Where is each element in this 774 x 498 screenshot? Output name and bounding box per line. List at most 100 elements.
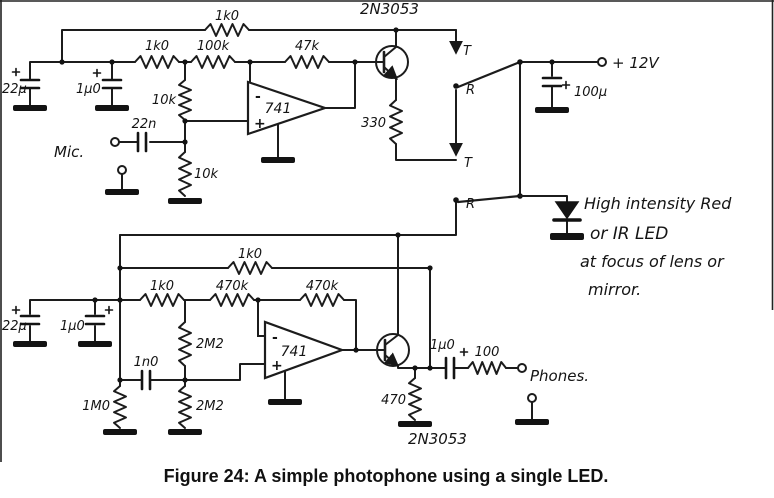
resistor-470 [408,377,422,421]
capacitor-22n-label: 22n [132,117,157,132]
ground-100u [535,107,569,113]
phones-label: Phones. [530,367,589,385]
resistor-100-label: 100 [475,345,500,360]
opamp-triangle [263,320,346,380]
transistor-emitter [383,352,400,367]
ground-mic [105,189,139,195]
mic-ground-terminal [117,165,127,175]
supply-label: + 12V [612,54,660,72]
led-note-line1: High intensity Red [584,194,732,213]
polarity-plus [104,305,114,315]
capacitor-1n0-label: 1n0 [134,355,159,370]
switch1-t-label: T [463,44,472,59]
ground-led [550,233,584,240]
capacitor-22u-top-label: 22μ [2,82,27,97]
opamp-plus-sign: + [271,358,283,374]
resistor-470k-b-label: 470k [306,279,339,294]
capacitor-22n [136,131,148,153]
scan-edges [0,0,774,462]
led-anode-triangle [554,201,580,220]
resistor-1m0-label: 1M0 [82,399,110,414]
resistor-470k-a [209,293,255,307]
capacitor-100u [541,76,571,90]
resistor-10k-lower-label: 10k [194,167,219,182]
opamp-minus-sign: - [272,330,278,346]
transistor-2n3053-rx [376,333,410,367]
ground-opamp-tx [261,157,295,163]
resistor-1k0-rx-input-label: 1k0 [150,279,174,294]
tr-switch-2: T R [449,89,522,212]
transistor-2n3053-tx [375,45,409,80]
resistor-1m0 [113,385,127,429]
resistor-1k0-collector-label: 1k0 [215,9,239,24]
resistor-1k0-input [134,55,180,69]
capacitor-22u-bottom [11,305,41,326]
polarity-plus [11,305,21,315]
mic-label: Mic. [54,143,84,161]
rx-junctions [92,232,433,383]
switch2-arm [456,194,522,204]
led-note-line3: at focus of lens or [580,252,725,271]
transistor-q2-label: 2N3053 [408,430,467,448]
resistor-330-label: 330 [361,116,386,131]
resistor-2m2-upper-label: 2M2 [196,337,224,352]
figure-caption: Figure 24: A simple photophone using a s… [164,466,609,486]
capacitor-1u0-bottom-label: 1μ0 [60,319,85,334]
resistor-330 [389,99,403,145]
led-note-line2: or IR LED [590,224,668,244]
capacitor-1n0 [140,369,152,391]
ground-opamp-rx [268,399,302,405]
opamp-plus-sign: + [254,116,266,132]
resistor-100k [190,55,236,69]
ground-22u-bottom [13,341,47,347]
ground-1u0-bottom [78,341,112,347]
resistor-10k-lower [178,151,192,197]
ground-22u-top [13,105,47,111]
transistor-emitter [383,65,399,80]
polarity-plus [11,67,21,77]
resistor-1k0-rx-input [139,293,185,307]
resistor-470-label: 470 [381,393,406,408]
phones-terminal [517,363,527,373]
opamp-label: 741 [265,101,292,117]
capacitor-22u-bottom-label: 22μ [2,319,27,334]
tx-wires [29,29,599,236]
resistor-47k [284,55,330,69]
resistor-1k0-collector [204,23,250,37]
ground-1u0-top [95,105,129,111]
capacitor-22u-top [11,67,41,90]
capacitor-1u0-top [92,68,123,90]
phones-ground-terminal [527,393,537,403]
tr-switch-1: T R [449,29,522,98]
led-section: High intensity Red or IR LED at focus of… [519,194,732,299]
resistor-10k-upper-label: 10k [152,93,177,108]
tx-junctions [59,27,555,203]
resistor-2m2-lower [178,385,192,429]
supply-terminal [597,57,607,67]
led-wires [519,195,568,234]
resistor-2m2-lower-label: 2M2 [196,399,224,414]
switch1-r-label: R [466,83,475,98]
resistor-100k-label: 100k [197,39,230,54]
resistor-10k-upper [178,79,192,121]
resistor-470k-a-label: 470k [216,279,249,294]
ground-2m2 [168,429,202,435]
opamp-label: 741 [281,344,308,360]
resistor-470k-b [299,293,345,307]
opamp-741-rx: - + 741 [263,320,346,380]
switch2-t-label: T [464,156,473,171]
capacitor-1u0-top-label: 1μ0 [76,82,101,97]
capacitor-1u0-output [444,347,469,380]
ground-1m0 [103,429,137,435]
capacitor-1u0-bottom [84,305,114,326]
resistor-1k0-feedback-label: 1k0 [238,247,262,262]
led-symbol [552,201,582,222]
resistor-47k-label: 47k [295,39,320,54]
led-note-line4: mirror. [588,280,641,299]
polarity-plus [459,347,469,357]
polarity-plus [561,80,571,90]
resistor-2m2-upper [178,321,192,367]
resistor-1k0-input-label: 1k0 [145,39,169,54]
capacitor-1u0-output-label: 1μ0 [430,338,455,353]
